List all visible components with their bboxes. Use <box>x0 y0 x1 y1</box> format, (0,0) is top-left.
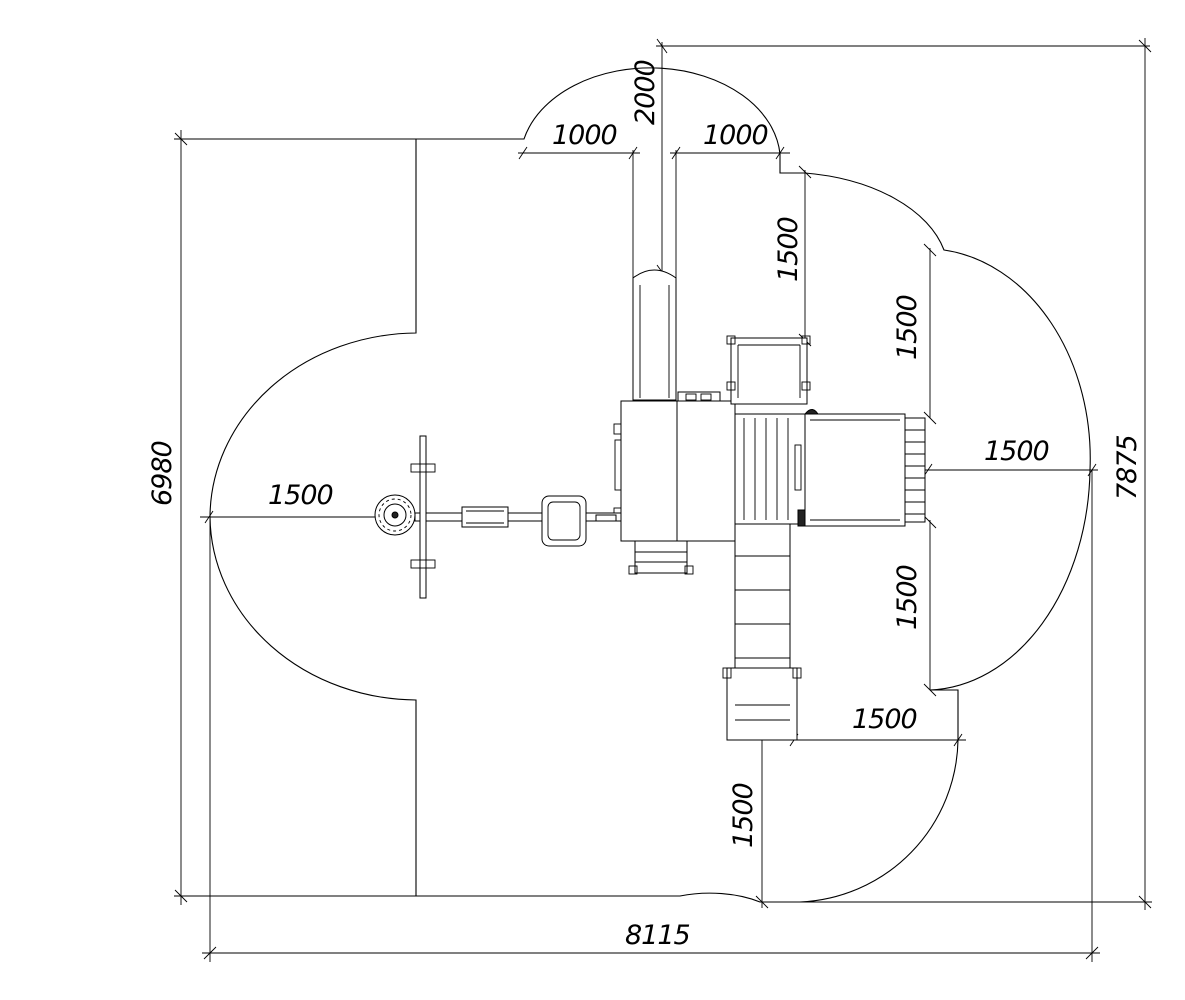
safety-zone-outline <box>209 67 1091 903</box>
dim-label-right-horiz-1500: 1500 <box>984 436 1049 467</box>
railing <box>726 335 811 405</box>
tower-left <box>613 400 736 542</box>
dim-label-right-mid-1500: 1500 <box>892 295 923 360</box>
dimension-lines <box>174 38 1152 962</box>
slide-right <box>804 413 926 527</box>
dim-label-left-1500: 1500 <box>268 480 333 511</box>
slide-top <box>632 269 677 401</box>
dim-label-right-upper-1500: 1500 <box>773 217 804 282</box>
swing-beam <box>414 495 622 547</box>
dim-label-top-right-1000: 1000 <box>703 120 768 151</box>
tower-ladder <box>628 540 694 575</box>
playground-equipment <box>374 269 926 741</box>
dim-label-right-lower-1500: 1500 <box>892 565 923 630</box>
dim-label-height-6980: 6980 <box>147 441 178 506</box>
swing-frame <box>374 435 436 599</box>
dim-label-top-left-1000: 1000 <box>552 120 617 151</box>
dim-label-total-width-8115: 8115 <box>625 920 690 951</box>
dim-label-total-height-7875: 7875 <box>1112 435 1143 500</box>
dim-label-top-2000: 2000 <box>630 60 661 125</box>
dim-label-bottom-vert-1500: 1500 <box>728 783 759 848</box>
long-ladder <box>722 523 802 741</box>
dim-label-bottom-horiz-1500: 1500 <box>852 704 917 735</box>
